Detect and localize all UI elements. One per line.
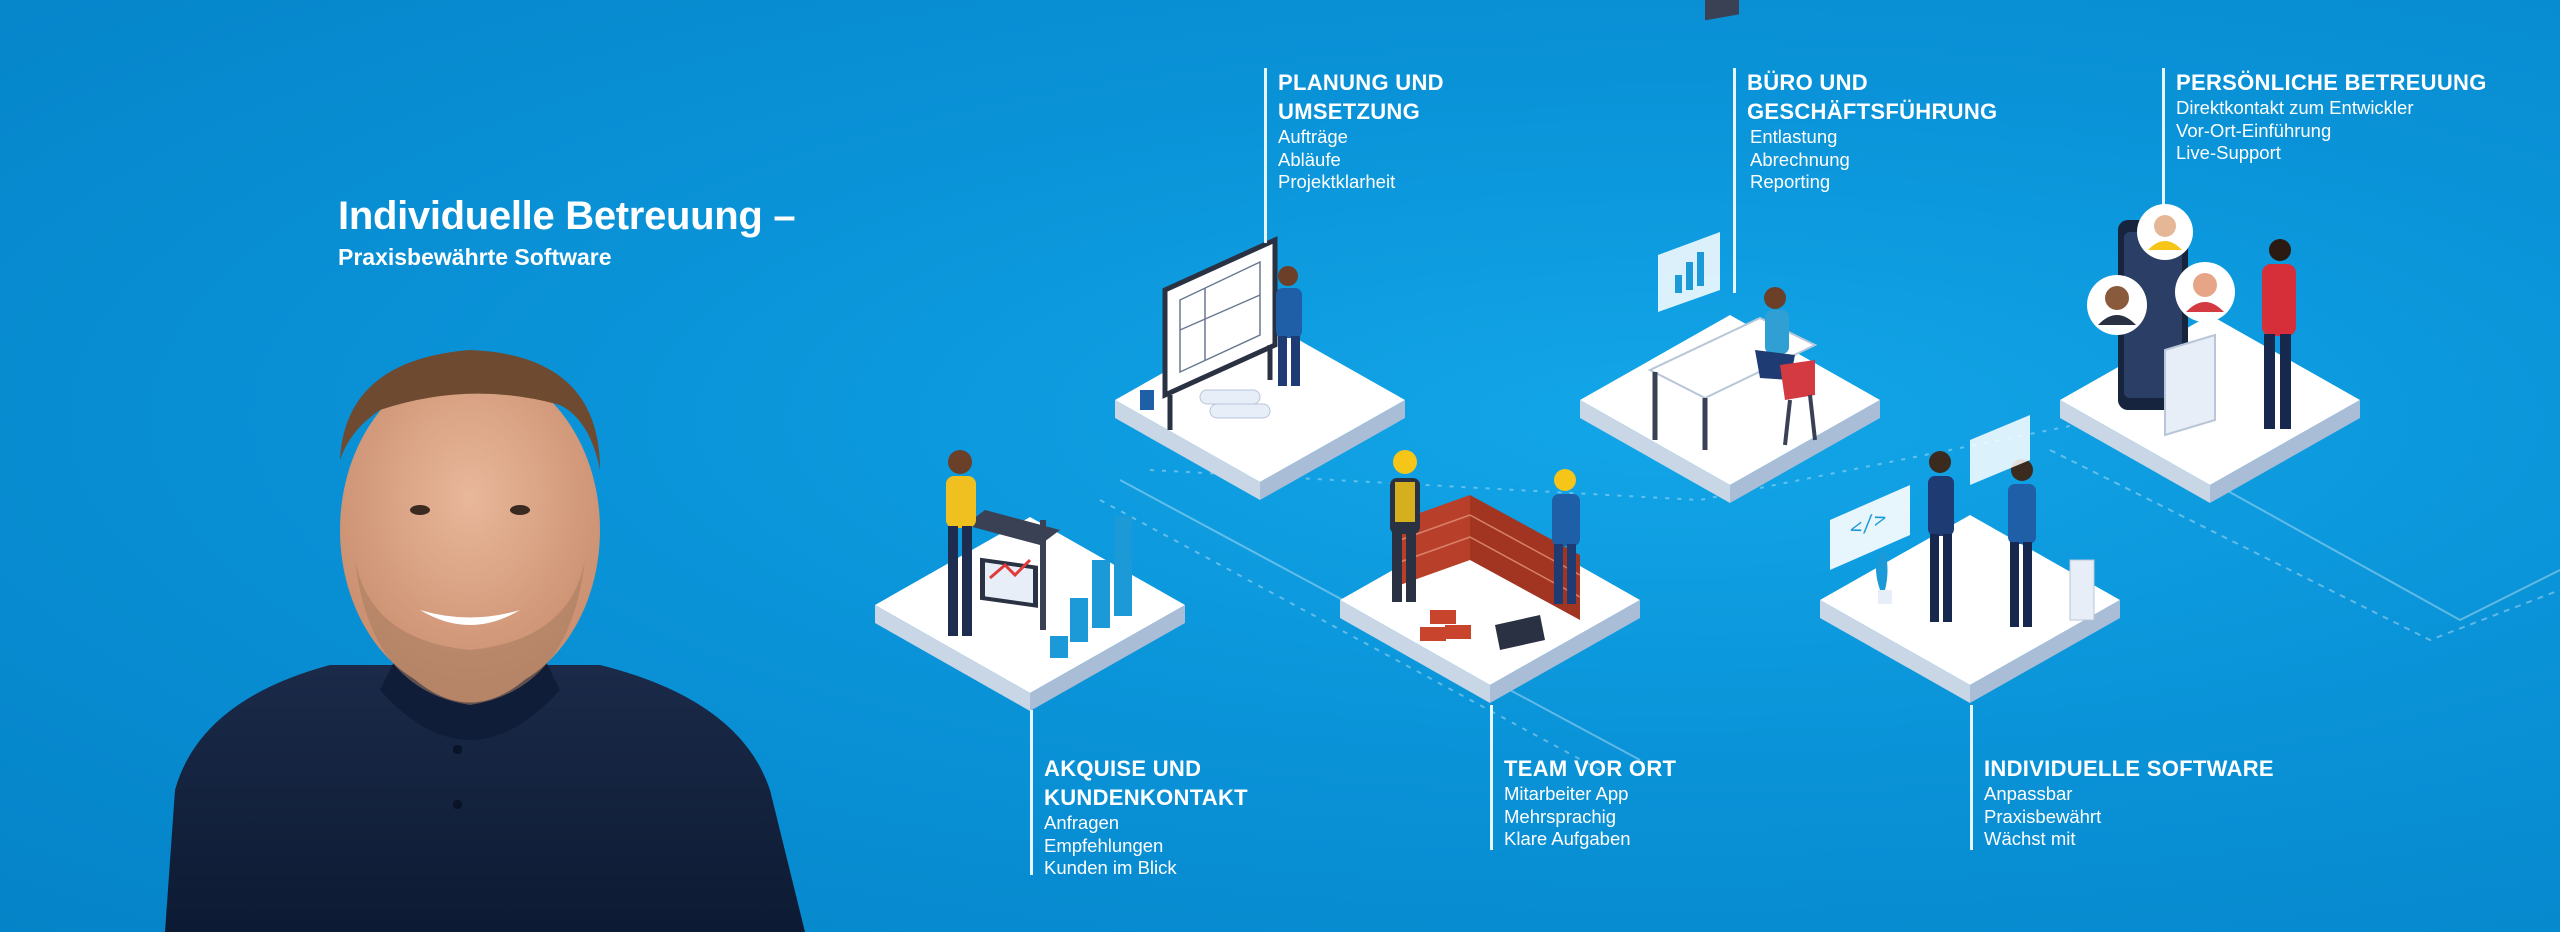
section-akquise: AKQUISE UND KUNDENKONTAKT Anfragen Empfe… (1030, 710, 1330, 878)
section-item: Kunden im Blick (1044, 857, 1177, 878)
section-title: GESCHÄFTSFÜHRUNG (1747, 99, 1998, 124)
connector-line (1970, 705, 1973, 850)
section-title: UMSETZUNG (1278, 99, 1421, 124)
portrait-photo (165, 350, 805, 932)
section-item: Vor-Ort-Einführung (2176, 119, 2332, 141)
section-item: Direktkontakt zum Entwickler (2176, 97, 2414, 118)
connector-line (1733, 68, 1736, 293)
connector-line (1264, 68, 1267, 243)
connector-line (1030, 710, 1033, 875)
section-item: Abläufe (1278, 148, 1341, 170)
planung-scene (1140, 236, 1302, 430)
section-item: Live-Support (2176, 142, 2281, 163)
platform-buero (1580, 315, 1880, 503)
avatar-icon (2175, 262, 2235, 322)
section-item: Mehrsprachig (1504, 805, 1617, 827)
section-title: AKQUISE UND (1044, 756, 1202, 781)
chart-card-icon (1658, 232, 1720, 312)
section-item: Entlastung (1750, 126, 1838, 147)
avatar-icon (2087, 275, 2147, 335)
headline-block: Individuelle Betreuung – Praxisbewährte … (338, 190, 796, 272)
section-software: INDIVIDUELLE SOFTWARE Anpassbar Praxisbe… (1970, 705, 2330, 850)
section-item: Abrechnung (1750, 148, 1850, 170)
section-item: Mitarbeiter App (1504, 783, 1629, 804)
platform-software (1820, 515, 2120, 703)
bar-chart-icon (1050, 516, 1132, 658)
buero-scene (1647, 0, 1818, 450)
section-item: Reporting (1750, 171, 1831, 192)
section-item: Projektklarheit (1278, 171, 1396, 192)
section-item: Klare Aufgaben (1504, 828, 1631, 849)
platform-akquise (875, 517, 1185, 711)
section-title: BÜRO UND (1747, 70, 1868, 95)
section-team: TEAM VOR ORT Mitarbeiter App Mehrsprachi… (1490, 705, 1750, 850)
section-item: Anfragen (1044, 812, 1120, 833)
section-title: PLANUNG UND (1278, 70, 1444, 95)
section-title: INDIVIDUELLE SOFTWARE (1984, 756, 2274, 781)
connector-line (2162, 68, 2165, 208)
code-icon: </> (1830, 485, 1910, 570)
akquise-scene (946, 450, 1132, 658)
section-planung: PLANUNG UND UMSETZUNG Aufträge Abläufe P… (1264, 68, 1544, 243)
software-scene: </> (1830, 415, 2095, 627)
avatar-icon (2137, 204, 2193, 260)
headline-subtitle: Praxisbewährte Software (338, 244, 612, 270)
section-title: PERSÖNLICHE BETREUUNG (2176, 70, 2487, 95)
section-item: Praxisbewährt (1984, 805, 2102, 827)
section-title: TEAM VOR ORT (1504, 756, 1677, 781)
connector-line (1490, 705, 1493, 850)
team-scene (1390, 450, 1581, 650)
section-item: Aufträge (1278, 126, 1348, 147)
section-item: Empfehlungen (1044, 834, 1164, 856)
section-persoenlich: PERSÖNLICHE BETREUUNG Direktkontakt zum … (2162, 68, 2542, 208)
headline-title: Individuelle Betreuung – (338, 194, 796, 238)
persoenlich-scene (2087, 204, 2296, 437)
section-buero: BÜRO UND GESCHÄFTSFÜHRUNG Entlastung Abr… (1733, 68, 2063, 293)
section-title: KUNDENKONTAKT (1044, 785, 1248, 810)
section-item: Anpassbar (1984, 783, 2073, 804)
section-item: Wächst mit (1984, 828, 2076, 849)
